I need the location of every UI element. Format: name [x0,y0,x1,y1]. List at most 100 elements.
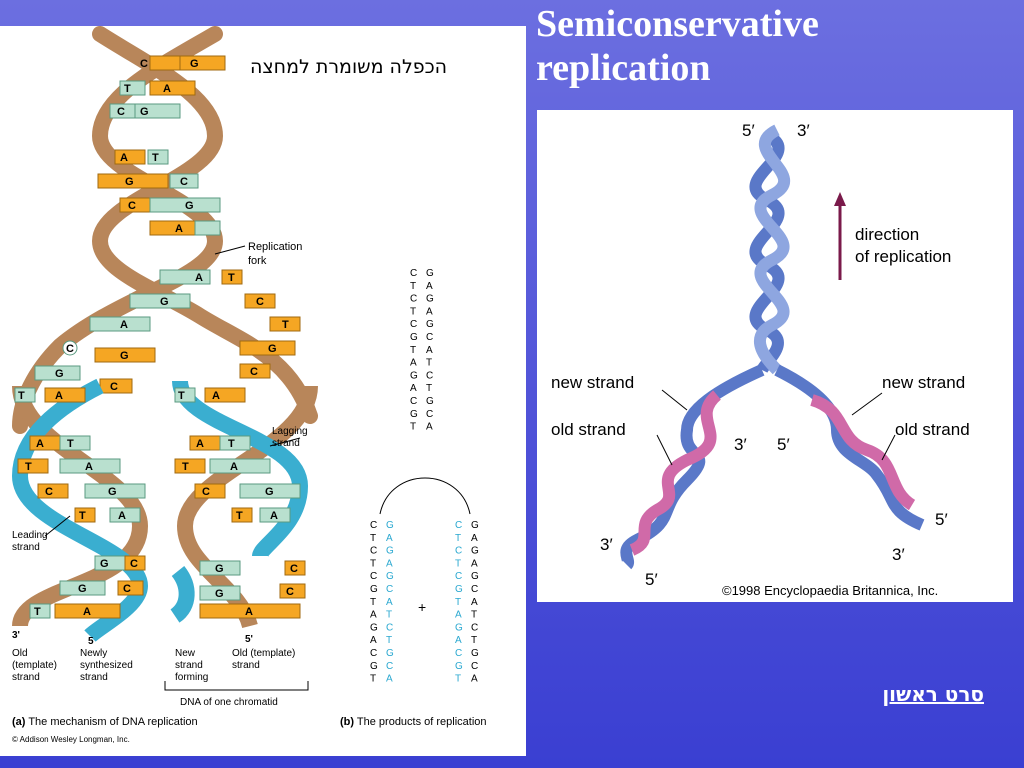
svg-text:3′: 3′ [892,545,905,564]
svg-text:3': 3' [12,630,20,641]
svg-text:C: C [128,200,136,212]
svg-text:Newly: Newly [80,648,107,659]
svg-text:A: A [36,438,44,450]
svg-text:G: G [140,106,149,118]
sequence-base: T [455,674,461,685]
sequence-base: G [426,319,434,330]
sequence-base: T [426,383,432,394]
svg-text:T: T [67,438,74,450]
title-line-2: replication [536,47,711,89]
sequence-base: C [426,409,433,420]
svg-text:strand: strand [80,672,108,683]
svg-text:Old: Old [12,648,28,659]
svg-text:5: 5 [88,636,94,647]
sequence-base: A [370,610,377,621]
sequence-base: A [426,306,433,317]
svg-text:C: C [110,381,118,393]
svg-text:T: T [18,390,25,402]
right-daughter-helix [774,364,925,531]
svg-text:T: T [25,461,32,473]
sequence-base: A [410,358,417,369]
svg-text:T: T [34,606,41,618]
svg-text:forming: forming [175,672,208,683]
svg-text:A: A [120,319,128,331]
sequence-base: A [386,597,393,608]
sequence-base: A [426,345,433,356]
svg-text:Old (template): Old (template) [232,648,295,659]
sequence-base: C [455,648,462,659]
sequence-base: C [410,294,417,305]
sequence-base: C [370,520,377,531]
svg-text:A: A [118,510,126,522]
sequence-base: C [455,571,462,582]
sequence-base: G [455,661,463,672]
sequence-base: A [426,422,433,433]
svg-text:strand: strand [272,438,300,449]
svg-text:C: C [256,296,264,308]
sequence-base: T [471,635,477,646]
svg-text:G: G [125,176,134,188]
svg-text:C: C [45,486,53,498]
svg-text:T: T [124,83,131,95]
svg-text:A: A [270,510,278,522]
sequence-base: G [426,294,434,305]
sequence-base: T [410,345,416,356]
sequence-base: C [386,622,393,633]
sequence-base: G [386,520,394,531]
sequence-base: T [471,610,477,621]
svg-text:A: A [175,223,183,235]
svg-text:C: C [66,343,74,355]
svg-text:5′: 5′ [935,510,948,529]
sequence-base: G [386,546,394,557]
svg-text:T: T [152,152,159,164]
sequence-base: T [410,422,416,433]
sequence-base: G [370,622,378,633]
svg-text:A: A [55,390,63,402]
sequence-base: G [455,622,463,633]
svg-text:fork: fork [248,255,267,267]
sequence-base: A [386,533,393,544]
sequence-base: T [386,635,392,646]
svg-text:T: T [236,510,243,522]
hebrew-caption: הכפלה משומרת למחצה [250,56,448,78]
svg-text:3′: 3′ [600,535,613,554]
sequence-base: C [455,546,462,557]
sequence-base: A [471,533,478,544]
first-movie-link[interactable]: סרט ראשון [882,682,984,706]
svg-text:G: G [55,368,64,380]
sequence-base: G [471,648,479,659]
svg-text:G: G [100,558,109,570]
svg-text:DNA of one chromatid: DNA of one chromatid [180,697,278,708]
svg-text:C: C [202,486,210,498]
sequence-base: A [426,281,433,292]
svg-text:T: T [178,390,185,402]
sequence-base: G [455,584,463,595]
svg-text:G: G [160,296,169,308]
sequence-base: T [370,674,376,685]
svg-text:(b) The products of replicatio: (b) The products of replication [340,716,487,728]
sequence-base: C [370,571,377,582]
svg-text:Replication: Replication [248,241,302,253]
sequence-base: T [386,610,392,621]
sequence-base: G [426,396,434,407]
parent-helix [749,124,791,375]
svg-text:G: G [185,200,194,212]
sequence-base: A [386,674,393,685]
sequence-base: G [370,661,378,672]
sequence-base: C [410,268,417,279]
sequence-base: G [410,370,418,381]
sequence-base: G [370,584,378,595]
sequence-base: T [455,558,461,569]
sequence-base: C [426,370,433,381]
sequence-base: C [426,332,433,343]
sequence-base: C [471,661,478,672]
sequence-base: A [455,635,462,646]
svg-text:T: T [79,510,86,522]
svg-text:C: C [117,106,125,118]
sequence-base: T [410,281,416,292]
sequence-base: T [370,533,376,544]
daughter-helix-left [11,378,149,643]
svg-text:new strand: new strand [551,373,634,392]
